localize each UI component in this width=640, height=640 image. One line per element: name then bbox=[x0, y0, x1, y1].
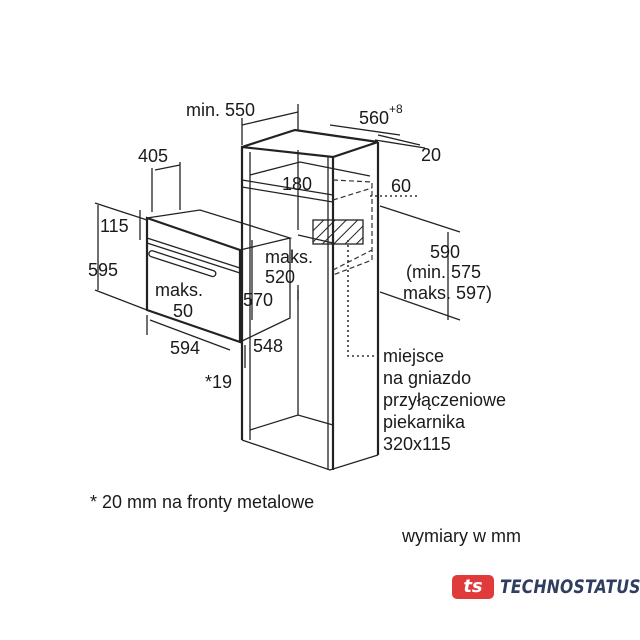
technostatus-logo: ts TECHNOSTATUS bbox=[452, 575, 640, 599]
label-115: 115 bbox=[100, 216, 129, 236]
label-180: 180 bbox=[282, 174, 312, 194]
logo-mark: ts bbox=[452, 575, 494, 599]
label-maks-50-a: maks. bbox=[155, 280, 203, 300]
label-590-min: (min. 575 bbox=[406, 262, 481, 282]
label-20: 20 bbox=[421, 145, 441, 165]
units-note: wymiary w mm bbox=[401, 526, 521, 546]
label-548: 548 bbox=[253, 336, 283, 356]
label-595: 595 bbox=[88, 260, 118, 280]
label-maks-520-a: maks. bbox=[265, 247, 313, 267]
cabinet bbox=[240, 128, 380, 471]
socket-note-line-1: miejsce bbox=[383, 346, 444, 366]
label-60: 60 bbox=[391, 176, 411, 196]
label-570: 570 bbox=[243, 290, 273, 310]
socket-note-line-2: na gniazdo bbox=[383, 368, 471, 388]
label-594: 594 bbox=[170, 338, 200, 358]
label-min-550: min. 550 bbox=[186, 100, 255, 120]
label-50: 50 bbox=[173, 301, 193, 321]
label-19: *19 bbox=[205, 372, 232, 392]
label-560-tolerance: +8 bbox=[389, 102, 403, 116]
logo-text: TECHNOSTATUS bbox=[500, 576, 640, 598]
footnote: * 20 mm na fronty metalowe bbox=[90, 492, 314, 512]
socket-area bbox=[312, 195, 418, 357]
oven-handle bbox=[148, 250, 217, 278]
socket-note-line-3: przyłączeniowe bbox=[383, 390, 506, 410]
label-405: 405 bbox=[138, 146, 168, 166]
label-560: 560 bbox=[359, 108, 389, 128]
label-590: 590 bbox=[430, 242, 460, 262]
dimension-lines bbox=[94, 104, 461, 368]
socket-note-line-4: piekarnika bbox=[383, 412, 466, 432]
socket-note-line-5: 320x115 bbox=[383, 434, 451, 454]
label-590-max: maks. 597) bbox=[403, 283, 492, 303]
dimension-labels: min. 550 560 +8 20 405 180 60 115 595 ma… bbox=[88, 100, 521, 546]
oven bbox=[145, 209, 293, 344]
label-520: 520 bbox=[265, 267, 295, 287]
